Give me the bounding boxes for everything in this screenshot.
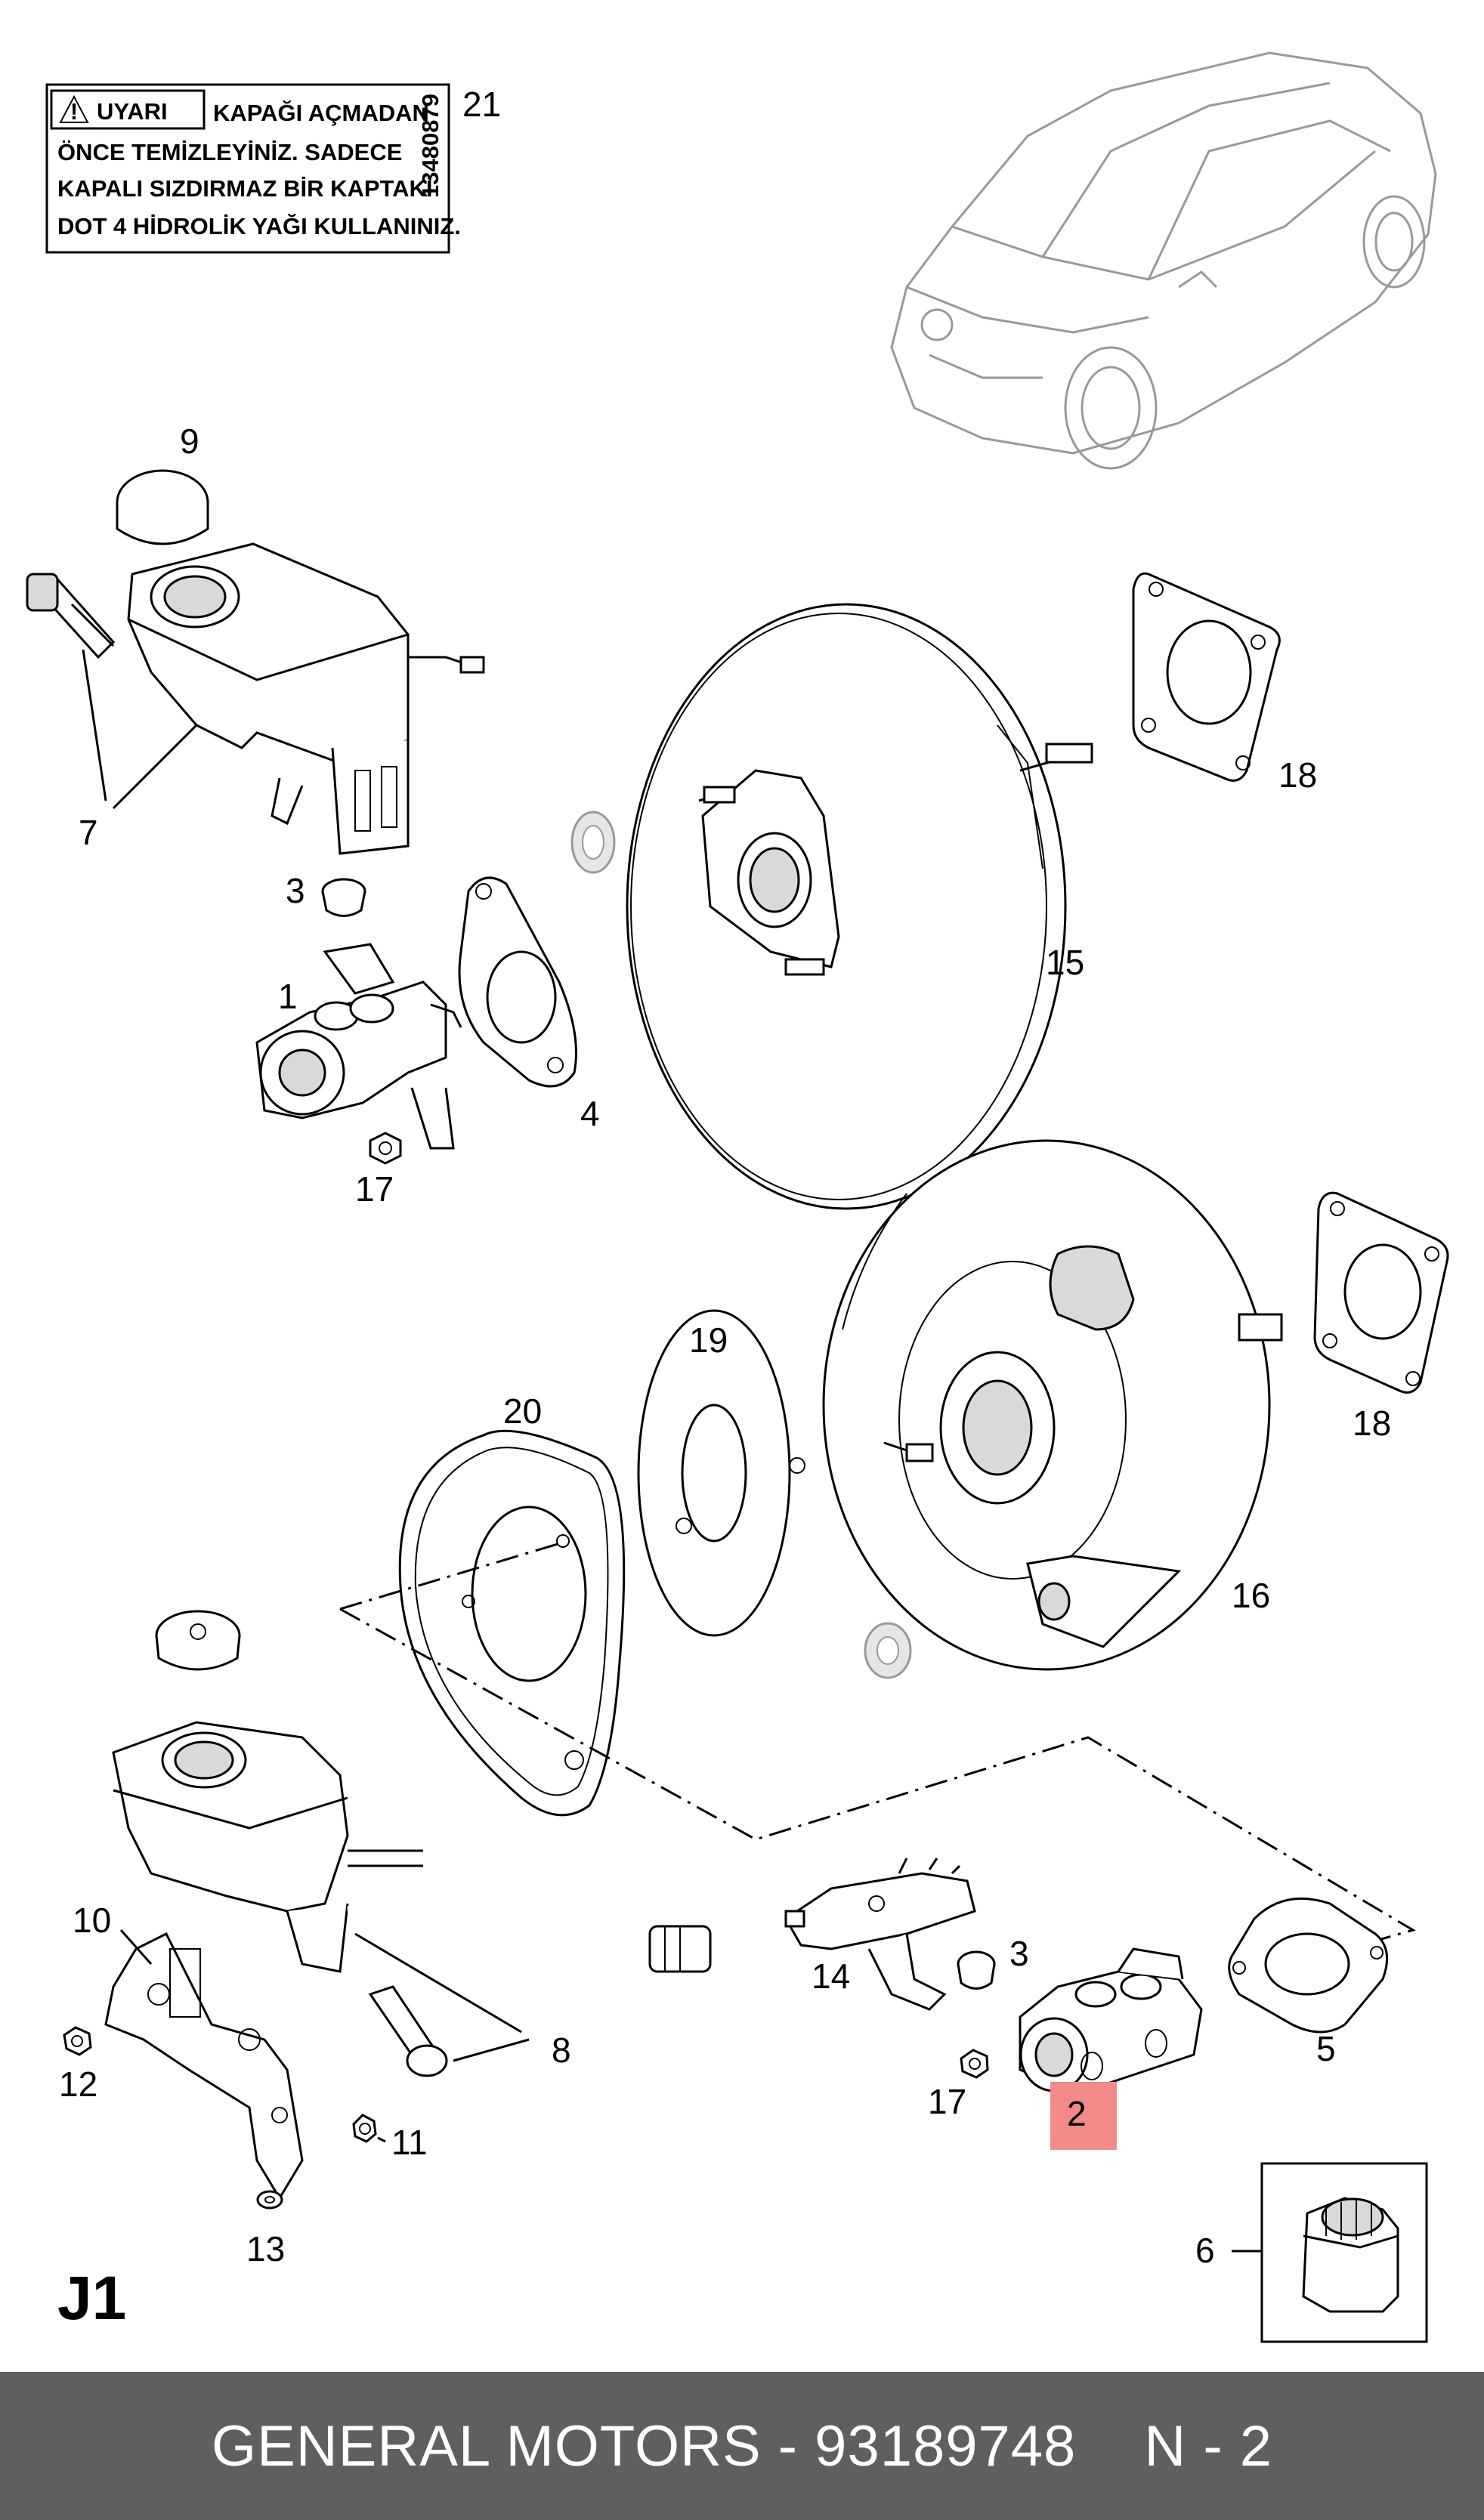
callout-17-upper: 17	[355, 1169, 394, 1209]
warning-line-2: ÖNCE TEMİZLEYİNİZ. SADECE	[57, 139, 402, 165]
footer-brand-part: GENERAL MOTORS - 93189748	[211, 2413, 1077, 2478]
callout-18-upper: 18	[1278, 755, 1317, 795]
car-illustration	[890, 51, 1437, 470]
callout-1: 1	[278, 977, 298, 1016]
gasket-5	[1228, 1897, 1389, 2034]
gasket-4	[458, 876, 577, 1088]
callout-19: 19	[689, 1320, 728, 1360]
callout-18-lower: 18	[1353, 1404, 1391, 1443]
callout-5: 5	[1316, 2029, 1336, 2068]
callout-17-lower: 17	[928, 2082, 966, 2121]
warning-line-1: KAPAĞI AÇMADAN	[213, 100, 429, 126]
valve-14	[784, 1858, 976, 2011]
master-cylinder-lower	[1019, 1947, 1203, 2092]
section-label: J1	[57, 2264, 126, 2333]
callout-2-highlight	[1050, 2082, 1117, 2150]
callout-14: 14	[812, 1956, 850, 1996]
grommet-lower	[957, 1950, 996, 1990]
nut-lower	[960, 2049, 989, 2079]
callout-11: 11	[391, 2123, 428, 2162]
callout-3-upper: 3	[286, 871, 305, 910]
gasket-18-lower	[1313, 1191, 1449, 1394]
brake-booster-15	[626, 603, 1093, 1210]
callout-15: 15	[1046, 943, 1084, 982]
brake-booster-16	[822, 1139, 1283, 1671]
callout-13: 13	[246, 2229, 285, 2268]
callout-4: 4	[580, 1094, 600, 1133]
footer-bar: GENERAL MOTORS - 93189748 N - 2	[0, 2372, 1484, 2520]
callout-2: 2	[1067, 2094, 1087, 2133]
callout-7: 7	[79, 813, 98, 852]
parts-diagram: ! UYARI KAPAĞI AÇMADAN ÖNCE TEMİZLEYİNİZ…	[26, 51, 1449, 2343]
brake-fluid-reservoir-upper	[116, 469, 485, 855]
warning-line-4: DOT 4 HİDROLİK YAĞI KULLANINIZ.	[57, 213, 461, 239]
warning-label: ! UYARI KAPAĞI AÇMADAN ÖNCE TEMİZLEYİNİZ…	[45, 83, 461, 254]
hose-lower	[347, 1904, 712, 1973]
warning-code: 13480879	[417, 94, 444, 198]
callout-16: 16	[1232, 1576, 1270, 1615]
nut-12	[63, 2026, 92, 2056]
nut-upper	[369, 1132, 402, 1165]
bolt-11	[352, 2114, 377, 2143]
gasket-20	[398, 1429, 626, 1817]
callout-3-lower: 3	[1009, 1934, 1029, 1973]
callout-8: 8	[552, 2031, 571, 2070]
callout-21: 21	[462, 85, 501, 124]
callout-9-upper: 9	[180, 422, 199, 461]
callout-6: 6	[1195, 2231, 1215, 2270]
bracket-10	[104, 1932, 304, 2200]
hose-connector-upper	[26, 573, 116, 659]
seal-ring-lower	[864, 1622, 912, 1679]
seal-ring-upper	[570, 811, 616, 874]
grommet-upper	[321, 878, 366, 917]
gasket-18-upper	[1132, 572, 1281, 782]
callout-12: 12	[59, 2064, 97, 2104]
inset-box-6	[1260, 2162, 1428, 2343]
brake-fluid-reservoir-lower	[112, 1610, 423, 1973]
washer-13	[256, 2190, 283, 2210]
callout-10: 10	[73, 1901, 111, 1940]
spacer-plate-19	[637, 1309, 805, 1637]
svg-text:!: !	[70, 98, 78, 125]
footer-ref: N - 2	[1144, 2413, 1273, 2478]
callout-20: 20	[503, 1391, 542, 1431]
warning-line-3: KAPALI SIZDIRMAZ BİR KAPTAKİ	[57, 175, 433, 202]
hose-connector-lower	[368, 1985, 448, 2077]
master-cylinder-upper	[255, 943, 462, 1150]
warning-title: UYARI	[97, 98, 168, 125]
